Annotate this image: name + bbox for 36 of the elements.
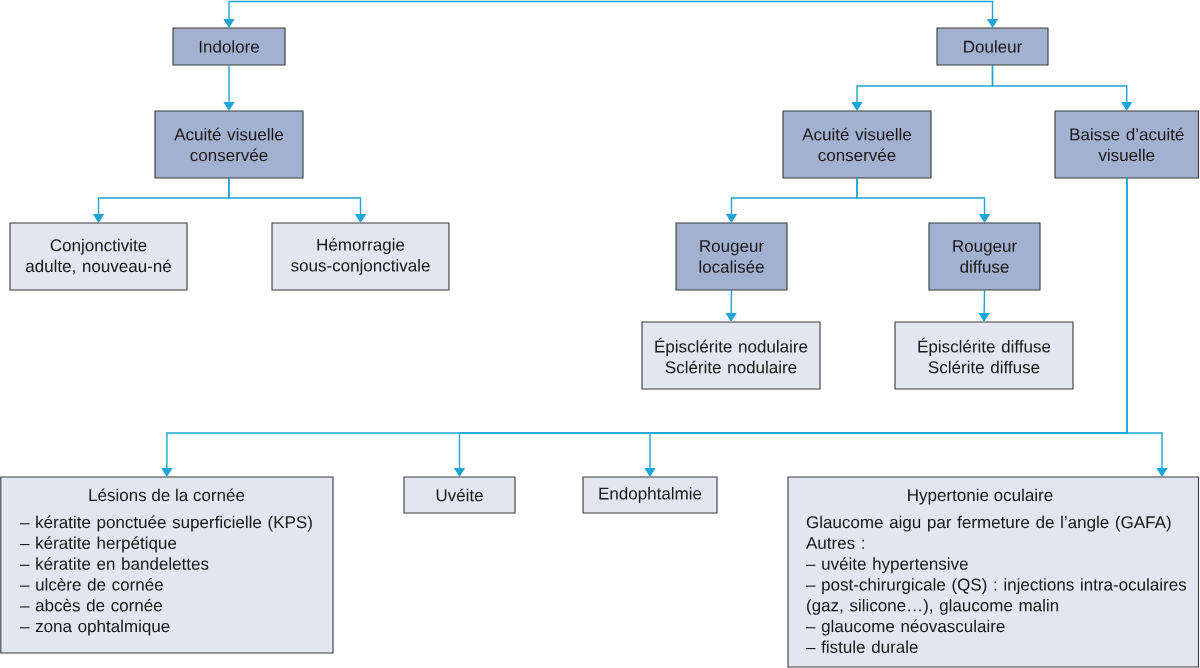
connector-arrow [610,0,999,28]
connector-arrow [228,177,367,223]
list-box [0,476,334,654]
box-heading: Lésions de la cornée [89,488,245,502]
connector-arrow [1126,177,1168,477]
flow-box: Indolore [172,27,286,66]
list-item: – glaucome néovasculaire [806,619,1005,636]
list-item: – ulcère de cornée [20,577,163,591]
list-item: – zona ophtalmique [20,619,170,636]
result-box: Endophtalmie [582,476,718,514]
list-item: – abcès de cornée [20,598,162,612]
connector-arrow [223,0,612,28]
list-item: – kératite ponctuée superficielle (KPS) [20,515,312,532]
result-box: Uvéite [403,476,516,514]
flow-box: Rougeur diffuse [928,222,1041,291]
result-box: Hémorragie sous-conjonctivale [271,222,450,291]
flow-box: Acuité visuelle conservée [154,110,304,179]
box-heading: Hypertonie oculaire [908,488,1053,505]
flow-box: Acuité visuelle conservée [782,110,932,179]
connector-arrow [856,177,991,223]
connector-arrow [223,64,235,111]
list-item: – uvéite hypertensive [806,557,968,574]
connector-arrow [991,64,1133,111]
list-item: – kératite en bandelettes [20,557,209,570]
list-item: – post-chirurgicale (QS) : injections intra-oculaires (gaz, silicone…), glaucome malin [806,578,1187,615]
result-box: Conjonctivite adulte, nouveau-né [9,222,188,291]
flow-box: Baisse d’acuité visuelle [1054,110,1200,179]
list-box [787,476,1200,668]
result-box: Épisclérite nodulaire Sclérite nodulaire [641,321,821,390]
flow-box: Rougeur localisée [675,222,788,291]
flow-box: Douleur [936,27,1049,66]
list-item: Glaucome aigu par fermeture de l’angle (GAFA) [806,515,1171,532]
result-box: Épisclérite diffuse Sclérite diffuse [894,321,1074,390]
list-item: – fistule durale [806,640,918,654]
list-item: – kératite herpétique [20,536,177,553]
list-item: Autres : [806,537,864,550]
